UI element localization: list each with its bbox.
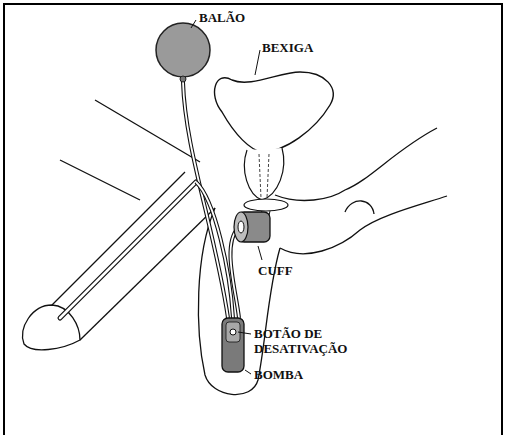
part-label: BALÃO <box>199 10 245 25</box>
frame <box>4 4 502 435</box>
part-label: CUFF <box>258 263 293 278</box>
part-label: BEXIGA <box>262 40 313 55</box>
bladder <box>215 72 334 236</box>
part-label: BOTÃO DE DESATIVAÇÃO <box>254 326 354 356</box>
pump <box>222 318 244 372</box>
implant-cylinder <box>60 182 196 318</box>
cuff <box>234 212 270 242</box>
balloon-reservoir <box>156 23 210 82</box>
part-label: BOMBA <box>254 367 303 382</box>
leader-lines <box>191 20 262 374</box>
tubing <box>183 82 239 318</box>
body-contours <box>23 100 447 395</box>
